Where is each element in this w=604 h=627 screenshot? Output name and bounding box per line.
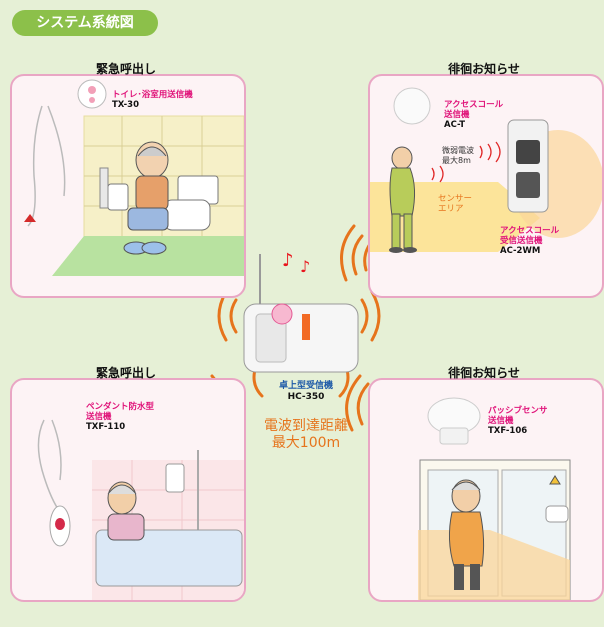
svg-text:♪: ♪ — [300, 257, 310, 276]
wandering-scene-illustration — [370, 87, 602, 253]
system-diagram-title: システム系統図 — [12, 10, 158, 36]
toilet-scene-illustration — [24, 79, 244, 276]
radio-note: 微弱電波 最大8m — [442, 146, 474, 165]
svg-text:♪: ♪ — [282, 250, 294, 271]
receiver-label: 卓上型受信機 HC-350 — [278, 381, 333, 402]
door-scene-illustration — [418, 397, 571, 600]
txf-106-label: パッシブセンサ 送信機 TXF-106 — [488, 406, 548, 436]
panel-title-top-right: 徘徊お知らせ — [448, 62, 520, 76]
tx30-label: トイレ･浴室用送信機 TX-30 — [112, 90, 193, 110]
panel-title-bottom-right: 徘徊お知らせ — [448, 366, 520, 380]
panel-passive-sensor-wandering: パッシブセンサ 送信機 TXF-106 — [368, 378, 604, 602]
panel-access-call-wandering: アクセスコール 送信機 AC-T 微弱電波 最大8m センサー エリア アクセス… — [368, 74, 604, 298]
txf-110-label: ペンダント防水型 送信機 TXF-110 — [86, 402, 155, 432]
ac-t-label: アクセスコール 送信機 AC-T — [444, 100, 504, 130]
panel-pendant-emergency: ペンダント防水型 送信機 TXF-110 — [10, 378, 246, 602]
radio-range-label: 電波到達距離 最大100m — [264, 418, 348, 451]
panel-toilet-emergency: トイレ･浴室用送信機 TX-30 — [10, 74, 246, 298]
receiver-illustration: ♪ ♪ — [243, 250, 359, 373]
sensor-area-label: センサー エリア — [438, 194, 473, 214]
panel-title-bottom-left: 緊急呼出し — [95, 366, 156, 380]
panel-title-top-left: 緊急呼出し — [95, 62, 156, 76]
bed-scene-illustration — [37, 419, 244, 600]
ac-2wm-label: アクセスコール 受信送信機 AC-2WM — [500, 226, 560, 256]
